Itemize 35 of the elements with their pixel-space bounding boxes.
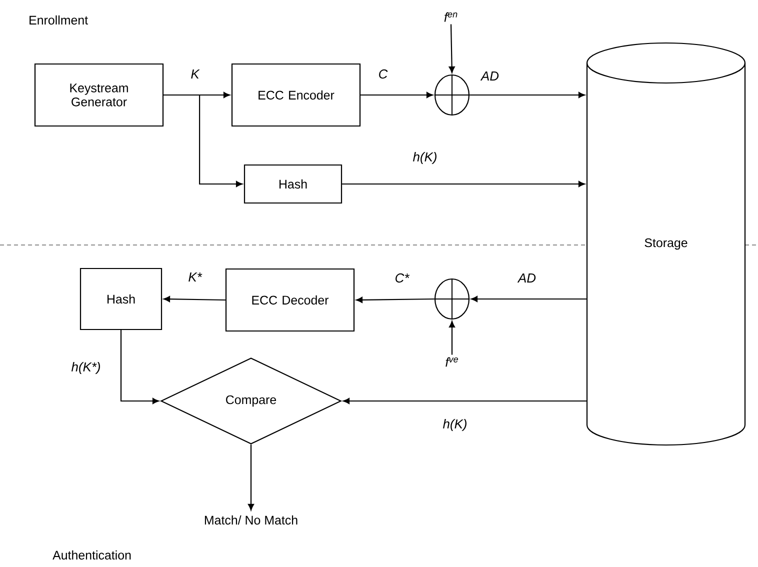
edge-label: K [191, 70, 200, 78]
arrow [449, 320, 456, 355]
input-text: f$^{ve}$ [446, 357, 458, 367]
process-box: ECC Decoder [225, 268, 355, 332]
arrow [448, 24, 455, 74]
arrow [470, 92, 586, 98]
arrow [360, 92, 434, 98]
process-box: Hash [244, 164, 342, 204]
section-title: Authentication [52, 550, 131, 560]
section-title: Enrollment [30, 15, 88, 25]
arrow [356, 296, 434, 303]
arrow [342, 398, 586, 404]
arrow [120, 330, 160, 404]
xor-circle [434, 74, 470, 116]
storage-cylinder: Storage [586, 42, 746, 446]
process-box: Hash [80, 268, 162, 330]
edge-label: h(K*) [71, 362, 100, 374]
edge-label: K* [188, 272, 202, 282]
arrow [248, 444, 254, 510]
edge-label: h(K) [413, 152, 436, 164]
arrow [342, 180, 586, 187]
output-text: Match/ No Match [204, 515, 298, 525]
xor-circle [434, 278, 470, 320]
edge-label: C* [396, 273, 410, 283]
arrow [164, 94, 243, 187]
process-box: ECC Encoder [231, 63, 361, 127]
edge-label: C [379, 69, 388, 79]
node-label: Storage [644, 238, 688, 250]
arrow [163, 296, 226, 302]
input-text: f$^{en}$ [444, 12, 458, 22]
edge-label: h(K) [443, 418, 466, 432]
process-box: Keystream Generator [34, 63, 164, 127]
arrow [470, 296, 586, 302]
edge-label: AD [480, 72, 499, 80]
edge-label: AD [517, 274, 536, 282]
